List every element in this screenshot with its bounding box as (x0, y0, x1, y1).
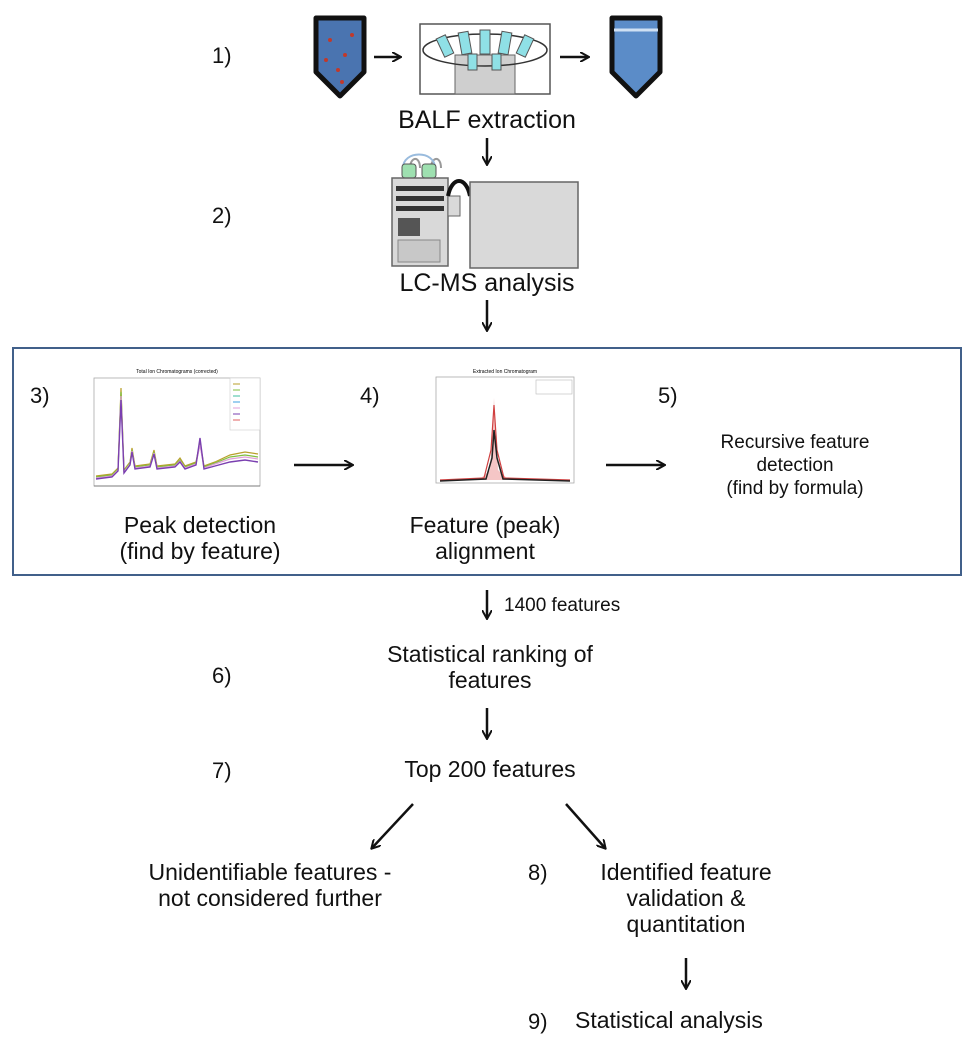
step-9-number: 9) (528, 1009, 548, 1034)
lcms-instrument-icon (391, 153, 579, 269)
identified-label: Identified feature validation & quantita… (570, 859, 802, 937)
top-features-label: Top 200 features (404, 756, 576, 782)
eic-title: Extracted Ion Chromatogram (473, 369, 537, 375)
lcms-analysis-label: LC-MS analysis (399, 269, 575, 297)
sample-tube-icon (313, 15, 367, 99)
identified-line-3: quantitation (626, 910, 746, 937)
feature-alignment-line-2: alignment (435, 537, 535, 564)
identified-line-2: validation & (626, 884, 746, 911)
step-2-number: 2) (212, 203, 232, 228)
recursive-detection-line-3: (find by formula) (726, 477, 864, 499)
unidentifiable-line-1: Unidentifiable features - (148, 859, 392, 885)
feature-alignment-line-1: Feature (peak) (409, 512, 561, 538)
centrifuge-icon (419, 23, 551, 95)
peak-detection-label: Peak detection (find by feature) (82, 512, 318, 565)
balf-extraction-label: BALF extraction (398, 106, 576, 134)
tic-chromatogram-thumbnail: Total Ion Chromatograms (corrected) (93, 369, 261, 487)
identified-line-1: Identified feature (600, 859, 772, 885)
peak-detection-line-2: (find by feature) (119, 537, 281, 564)
step-5-number: 5) (658, 383, 678, 408)
unidentifiable-line-2: not considered further (158, 884, 382, 911)
arrow-icon (372, 803, 414, 848)
peak-detection-line-1: Peak detection (123, 512, 277, 538)
eic-alignment-thumbnail: Extracted Ion Chromatogram (435, 369, 575, 484)
step-4-number: 4) (360, 383, 380, 408)
recursive-detection-label: Recursive feature detection (find by for… (690, 432, 900, 500)
arrow-icon (565, 803, 605, 848)
statistical-ranking-line-1: Statistical ranking of (387, 641, 593, 667)
step-7-number: 7) (212, 758, 232, 783)
statistical-ranking-label: Statistical ranking of features (340, 641, 640, 694)
supernatant-tube-icon (609, 15, 663, 99)
statistical-ranking-line-2: features (448, 666, 532, 693)
processing-panel (12, 347, 962, 576)
step-8-number: 8) (528, 860, 548, 885)
tic-title: Total Ion Chromatograms (corrected) (136, 369, 218, 375)
step-1-number: 1) (212, 43, 232, 68)
recursive-detection-line-2: detection (756, 454, 834, 476)
step-6-number: 6) (212, 663, 232, 688)
unidentifiable-label: Unidentifiable features - not considered… (120, 859, 420, 912)
recursive-detection-line-1: Recursive feature (720, 432, 870, 453)
feature-alignment-label: Feature (peak) alignment (390, 512, 580, 565)
feature-count-label: 1400 features (504, 595, 621, 616)
step-3-number: 3) (30, 383, 50, 408)
statistical-analysis-label: Statistical analysis (575, 1007, 763, 1033)
